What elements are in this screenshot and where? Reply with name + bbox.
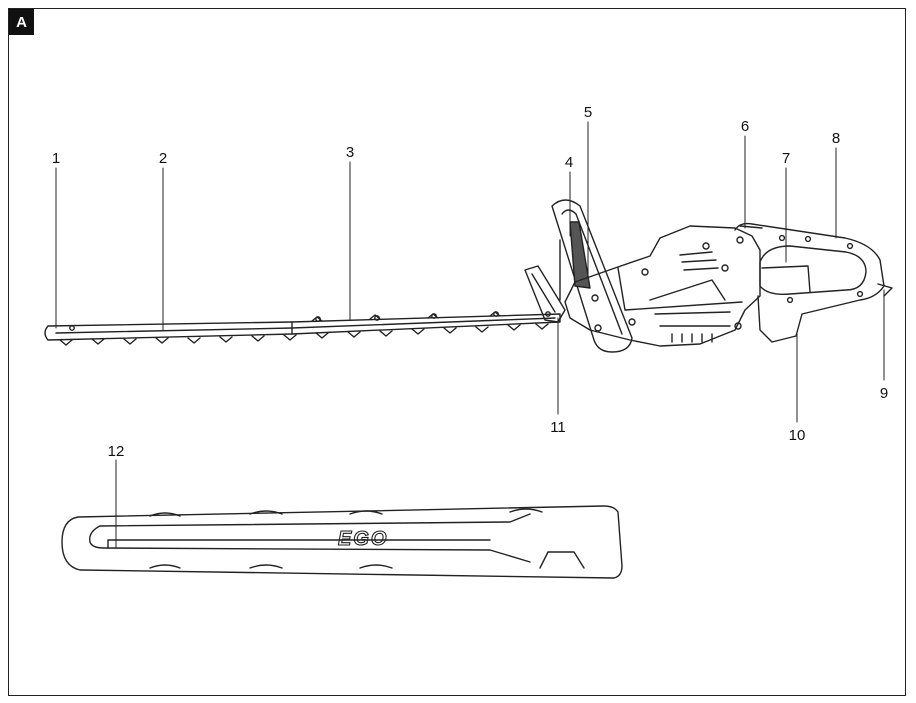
callout-3: 3 xyxy=(346,144,354,161)
blade xyxy=(44,311,561,346)
ego-logo: EGO xyxy=(338,528,388,550)
callout-11: 11 xyxy=(550,419,566,436)
callout-8: 8 xyxy=(832,130,840,147)
callout-7: 7 xyxy=(782,150,790,167)
callout-labels: 1 2 3 4 5 6 7 8 9 10 11 12 xyxy=(52,104,888,460)
hand-guard xyxy=(524,265,566,323)
figure-tag: A xyxy=(9,9,34,35)
front-handle xyxy=(551,199,633,353)
leader-lines xyxy=(55,121,885,549)
callout-1: 1 xyxy=(52,150,60,167)
rear-handle xyxy=(734,222,893,343)
callout-12: 12 xyxy=(108,443,125,460)
callout-9: 9 xyxy=(880,385,888,402)
callout-10: 10 xyxy=(789,427,806,444)
callout-2: 2 xyxy=(159,150,167,167)
callout-5: 5 xyxy=(584,104,592,121)
blade-cover xyxy=(61,505,623,579)
callout-4: 4 xyxy=(565,154,573,171)
callout-6: 6 xyxy=(741,118,749,135)
figure-frame xyxy=(8,8,906,696)
